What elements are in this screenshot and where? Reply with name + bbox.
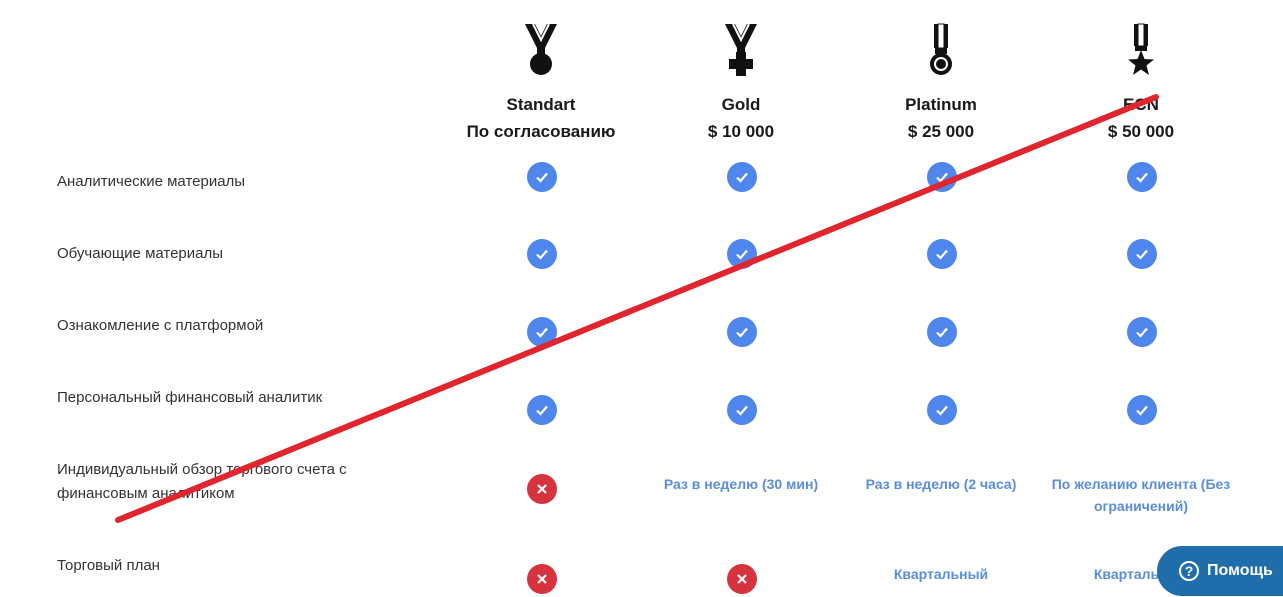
plan-price: $ 10 000 <box>707 122 775 141</box>
check-icon <box>527 395 557 425</box>
check-icon <box>1127 162 1157 192</box>
check-icon <box>727 317 757 347</box>
plan-price: $ 50 000 <box>1107 122 1175 141</box>
medal-ribbon-icon <box>930 23 952 75</box>
plan-name: Gold <box>721 95 761 114</box>
help-button[interactable]: ? Помощь <box>1157 546 1283 596</box>
cell-text: По желанию клиента (Без ограничений) <box>1051 476 1231 514</box>
check-icon <box>1127 239 1157 269</box>
check-icon <box>1127 317 1157 347</box>
feature-label: Индивидуальный обзор торгового счета с ф… <box>57 461 347 502</box>
check-icon <box>727 239 757 269</box>
medal-round-icon <box>525 23 557 75</box>
cell-text: Квартальный <box>893 566 989 582</box>
check-icon <box>727 395 757 425</box>
check-icon <box>527 317 557 347</box>
check-icon <box>1127 395 1157 425</box>
cross-icon <box>527 474 557 504</box>
plan-name: Standart <box>506 95 576 114</box>
check-icon <box>927 162 957 192</box>
check-icon <box>927 239 957 269</box>
plan-name: ECN <box>1123 95 1159 114</box>
cross-icon <box>727 564 757 594</box>
help-label: Помощь <box>1207 562 1273 579</box>
plan-price: $ 25 000 <box>907 122 975 141</box>
feature-label: Торговый план <box>57 557 160 574</box>
feature-label: Ознакомление с платформой <box>57 317 264 334</box>
feature-label: Обучающие материалы <box>57 245 224 262</box>
check-icon <box>927 395 957 425</box>
plan-price: По согласованию <box>466 122 616 141</box>
cell-text: Раз в неделю (30 мин) <box>663 476 819 492</box>
plan-name: Platinum <box>905 95 977 114</box>
check-icon <box>527 239 557 269</box>
medal-cross-icon <box>725 23 757 76</box>
check-icon <box>927 317 957 347</box>
cell-text: Раз в неделю (2 часа) <box>865 476 1017 492</box>
cross-icon <box>527 564 557 594</box>
medal-star-icon <box>1128 23 1154 75</box>
check-icon <box>727 162 757 192</box>
feature-label: Персональный финансовый аналитик <box>57 389 323 406</box>
check-icon <box>527 162 557 192</box>
feature-label: Аналитические материалы <box>57 173 246 190</box>
question-icon: ? <box>1179 561 1199 581</box>
